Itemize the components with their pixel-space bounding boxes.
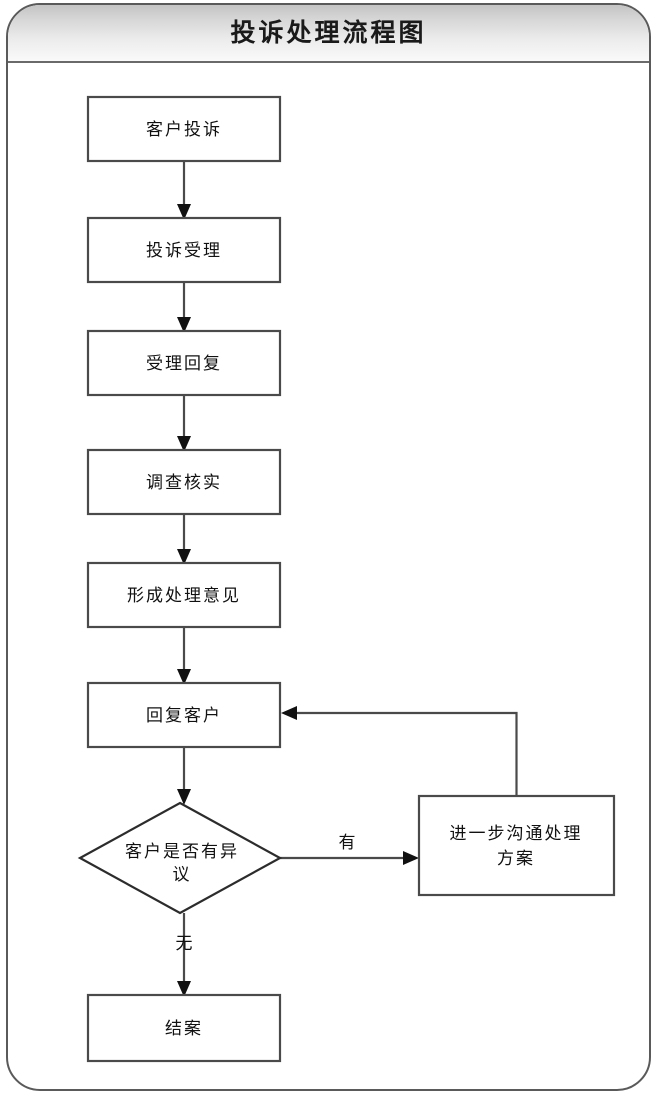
connector-n8-n6-feedback — [281, 706, 518, 796]
node-label: 形成处理意见 — [127, 586, 241, 606]
node-label: 投诉受理 — [146, 241, 222, 261]
node-label-line1: 客户是否有异 — [125, 842, 239, 862]
diagram-window: 投诉处理流程图 — [6, 3, 651, 1091]
node-customer-objection-decision[interactable]: 客户是否有异 议 — [77, 801, 283, 915]
node-investigate-verify[interactable]: 调查核实 — [86, 448, 282, 516]
node-acceptance-reply[interactable]: 受理回复 — [86, 329, 282, 397]
node-further-communication-plan[interactable]: 进一步沟通处理 方案 — [417, 794, 616, 897]
page-title: 投诉处理流程图 — [230, 17, 427, 47]
node-label: 受理回复 — [146, 354, 222, 374]
flowchart-canvas: 客户投诉 投诉受理 受理回复 调查核实 形成处理意见 回复客户 — [8, 63, 649, 1089]
node-label-line2: 方案 — [497, 849, 535, 869]
window-title-bar: 投诉处理流程图 — [8, 5, 649, 63]
node-reply-customer[interactable]: 回复客户 — [86, 681, 282, 749]
node-label: 客户投诉 — [146, 120, 222, 140]
connector-n2-n3 — [177, 282, 191, 333]
connector-n4-n5 — [177, 514, 191, 565]
node-complaint-acceptance[interactable]: 投诉受理 — [86, 216, 282, 284]
connector-n3-n4 — [177, 395, 191, 452]
connector-n1-n2 — [177, 161, 191, 220]
connector-n6-n7 — [177, 747, 191, 805]
edge-label-no: 无 — [176, 934, 193, 954]
connector-n7-n9 — [177, 913, 191, 997]
connector-n7-n8 — [280, 851, 419, 865]
node-label: 调查核实 — [146, 473, 222, 493]
node-customer-complaint[interactable]: 客户投诉 — [86, 95, 282, 163]
node-case-closed[interactable]: 结案 — [86, 993, 282, 1063]
node-label-line2: 议 — [173, 865, 192, 885]
node-form-handling-opinion[interactable]: 形成处理意见 — [86, 561, 282, 629]
node-label-line1: 进一步沟通处理 — [450, 824, 583, 844]
connector-n5-n6 — [177, 627, 191, 685]
edge-label-yes: 有 — [339, 833, 356, 853]
node-label: 回复客户 — [146, 706, 222, 726]
node-label: 结案 — [165, 1019, 203, 1039]
